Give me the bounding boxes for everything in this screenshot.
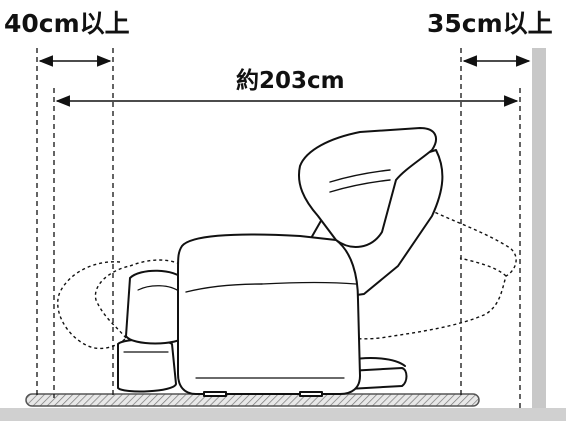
massage-chair xyxy=(117,127,444,397)
back-clearance-label: 35cm以上 xyxy=(427,9,553,38)
floor-mat xyxy=(25,393,480,407)
floor xyxy=(0,408,566,421)
reclined-position-outline xyxy=(57,209,517,350)
wall xyxy=(532,48,546,421)
front-clearance-label: 40cm以上 xyxy=(4,9,130,38)
dimension-arrows xyxy=(38,55,531,107)
total-length-label: 約203cm xyxy=(236,67,345,94)
